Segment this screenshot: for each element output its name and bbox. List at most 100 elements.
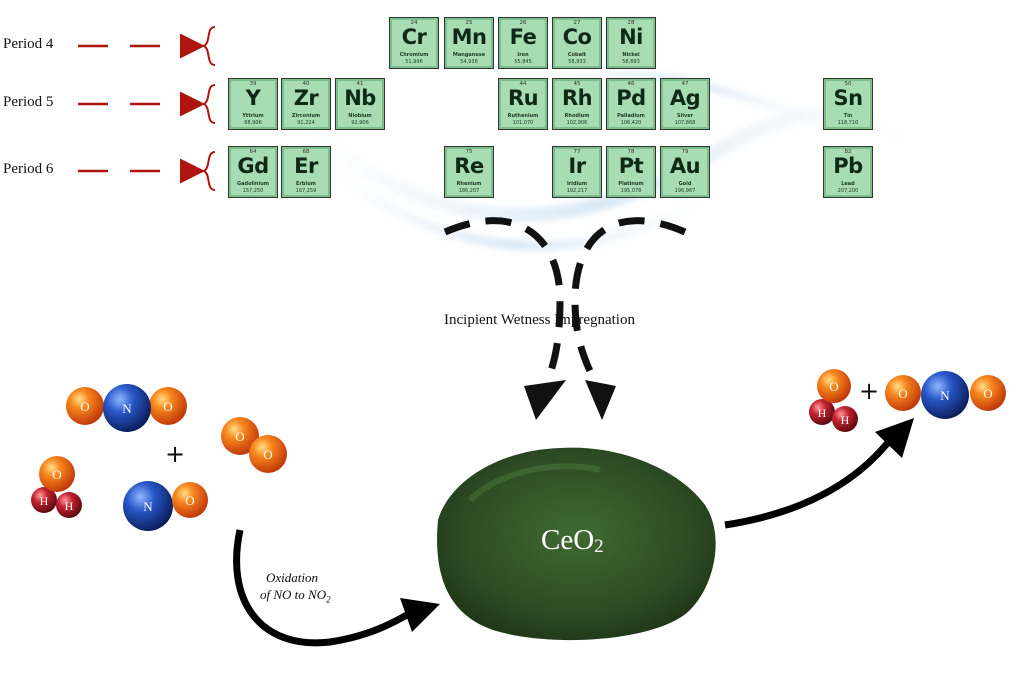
atomic-mass: 55,845 [514, 59, 532, 65]
oxidation-caption-subscript: 2 [326, 594, 331, 605]
atomic-mass: 196,967 [674, 188, 696, 194]
atomic-mass: 207,200 [837, 188, 859, 194]
element-symbol: Ru [507, 86, 539, 110]
molecule-o2-reactant: O O [221, 417, 287, 473]
element-tile: 75 Re Rhenium 186,207 [444, 146, 494, 198]
element-name: Rhodium [564, 113, 590, 119]
element-tile: 46 Pd Palladium 106,420 [606, 78, 656, 130]
element-name: Chromium [399, 52, 429, 58]
element-name: Gadolinium [237, 181, 269, 187]
hydrogen-atom [31, 487, 57, 513]
element-name: Rhenium [456, 181, 482, 187]
atomic-mass: 195,078 [620, 188, 642, 194]
molecule-no2-reactant: O O N [66, 384, 187, 432]
atomic-number: 40 [302, 81, 310, 87]
period-6-label: Period 6 [3, 161, 54, 177]
hydrogen-atom [832, 406, 858, 432]
oxygen-atom [817, 369, 851, 403]
atomic-number: 39 [249, 81, 257, 87]
element-symbol: Sn [833, 86, 863, 110]
element-name: Cobalt [567, 52, 587, 58]
oxygen-atom [39, 456, 75, 492]
atom-letter: H [841, 413, 850, 427]
atom-letter: O [898, 386, 907, 401]
atomic-mass: 92,906 [351, 120, 369, 126]
element-symbol: Ag [669, 86, 701, 110]
atom-letter: H [818, 406, 827, 420]
element-tile: 26 Fe Iron 55,845 [498, 17, 548, 69]
atomic-mass: 167,259 [295, 188, 317, 194]
atom-letter: O [163, 399, 172, 414]
atomic-mass: 58,933 [568, 59, 586, 65]
catalyst-label-text: CeO [541, 524, 595, 556]
atom-letter: O [80, 399, 89, 414]
element-symbol: Pd [616, 86, 646, 110]
element-symbol: Rh [561, 86, 593, 110]
element-symbol: Y [245, 86, 261, 110]
element-tile: 41 Nb Niobium 92,906 [335, 78, 385, 130]
atomic-mass: 118,710 [837, 120, 859, 126]
element-symbol: Pt [618, 154, 644, 178]
reaction-arrowheads [400, 418, 914, 632]
atomic-number: 50 [844, 81, 852, 87]
element-symbol: Ni [619, 25, 643, 49]
element-symbol: Ir [568, 154, 586, 178]
element-tile: 27 Co Cobalt 58,933 [552, 17, 602, 69]
molecule-h2o-product: O H H [809, 369, 858, 432]
element-name: Iridium [566, 181, 588, 187]
oxygen-atom [149, 387, 187, 425]
atomic-number: 24 [410, 20, 418, 26]
element-name: Silver [676, 113, 694, 119]
element-symbol: Pb [833, 154, 863, 178]
element-tile: 40 Zr Zirconium 91,224 [281, 78, 331, 130]
atomic-mass: 54,938 [460, 59, 478, 65]
element-symbol: Nb [344, 86, 376, 110]
oxidation-caption-text: of NO to NO [260, 587, 327, 602]
atomic-number: 25 [465, 20, 473, 26]
atom-letter: O [235, 429, 244, 444]
oxygen-atom [970, 375, 1006, 411]
atomic-number: 64 [249, 149, 257, 155]
atomic-mass: 91,224 [297, 120, 315, 126]
impregnation-arrows [443, 217, 687, 382]
atomic-number: 27 [573, 20, 581, 26]
process-label: Incipient Wetness Impregnation [444, 312, 635, 328]
element-tile: 25 Mn Manganese 54,938 [444, 17, 494, 69]
nitrogen-atom [103, 384, 151, 432]
element-tile: 47 Ag Silver 107,868 [660, 78, 710, 130]
atomic-mass: 58,693 [622, 59, 640, 65]
element-name: Nickel [622, 52, 640, 58]
atomic-number: 78 [627, 149, 635, 155]
period-braces [201, 26, 216, 191]
period-arrows [78, 33, 205, 184]
element-tile: 77 Ir Iridium 192,217 [552, 146, 602, 198]
atomic-mass: 101,070 [512, 120, 534, 126]
atomic-number: 26 [519, 20, 527, 26]
element-name: Palladium [617, 113, 645, 119]
ceo2-powder [437, 447, 716, 641]
atom-letter: O [983, 386, 992, 401]
element-symbol: Au [669, 154, 701, 178]
atomic-mass: 107,868 [674, 120, 696, 126]
atomic-number: 44 [519, 81, 527, 87]
atom-letter: O [52, 467, 61, 482]
oxygen-atom [249, 435, 287, 473]
element-name: Tin [843, 113, 853, 119]
atomic-mass: 192,217 [566, 188, 588, 194]
element-name: Zirconium [291, 113, 321, 119]
element-symbol: Re [454, 154, 484, 178]
element-symbol: Er [294, 154, 318, 178]
atomic-mass: 88,906 [244, 120, 262, 126]
element-name: Lead [841, 181, 855, 187]
element-tile: 82 Pb Lead 207,200 [823, 146, 873, 198]
atom-letter: H [65, 499, 74, 513]
oxygen-atom [172, 482, 208, 518]
atom-letter: O [185, 493, 194, 508]
element-tile: 50 Sn Tin 118,710 [823, 78, 873, 130]
element-tile: 45 Rh Rhodium 102,906 [552, 78, 602, 130]
atom-letter: N [143, 499, 153, 514]
oxidation-caption-line2: of NO to NO2 [260, 587, 331, 605]
atomic-number: 47 [681, 81, 689, 87]
